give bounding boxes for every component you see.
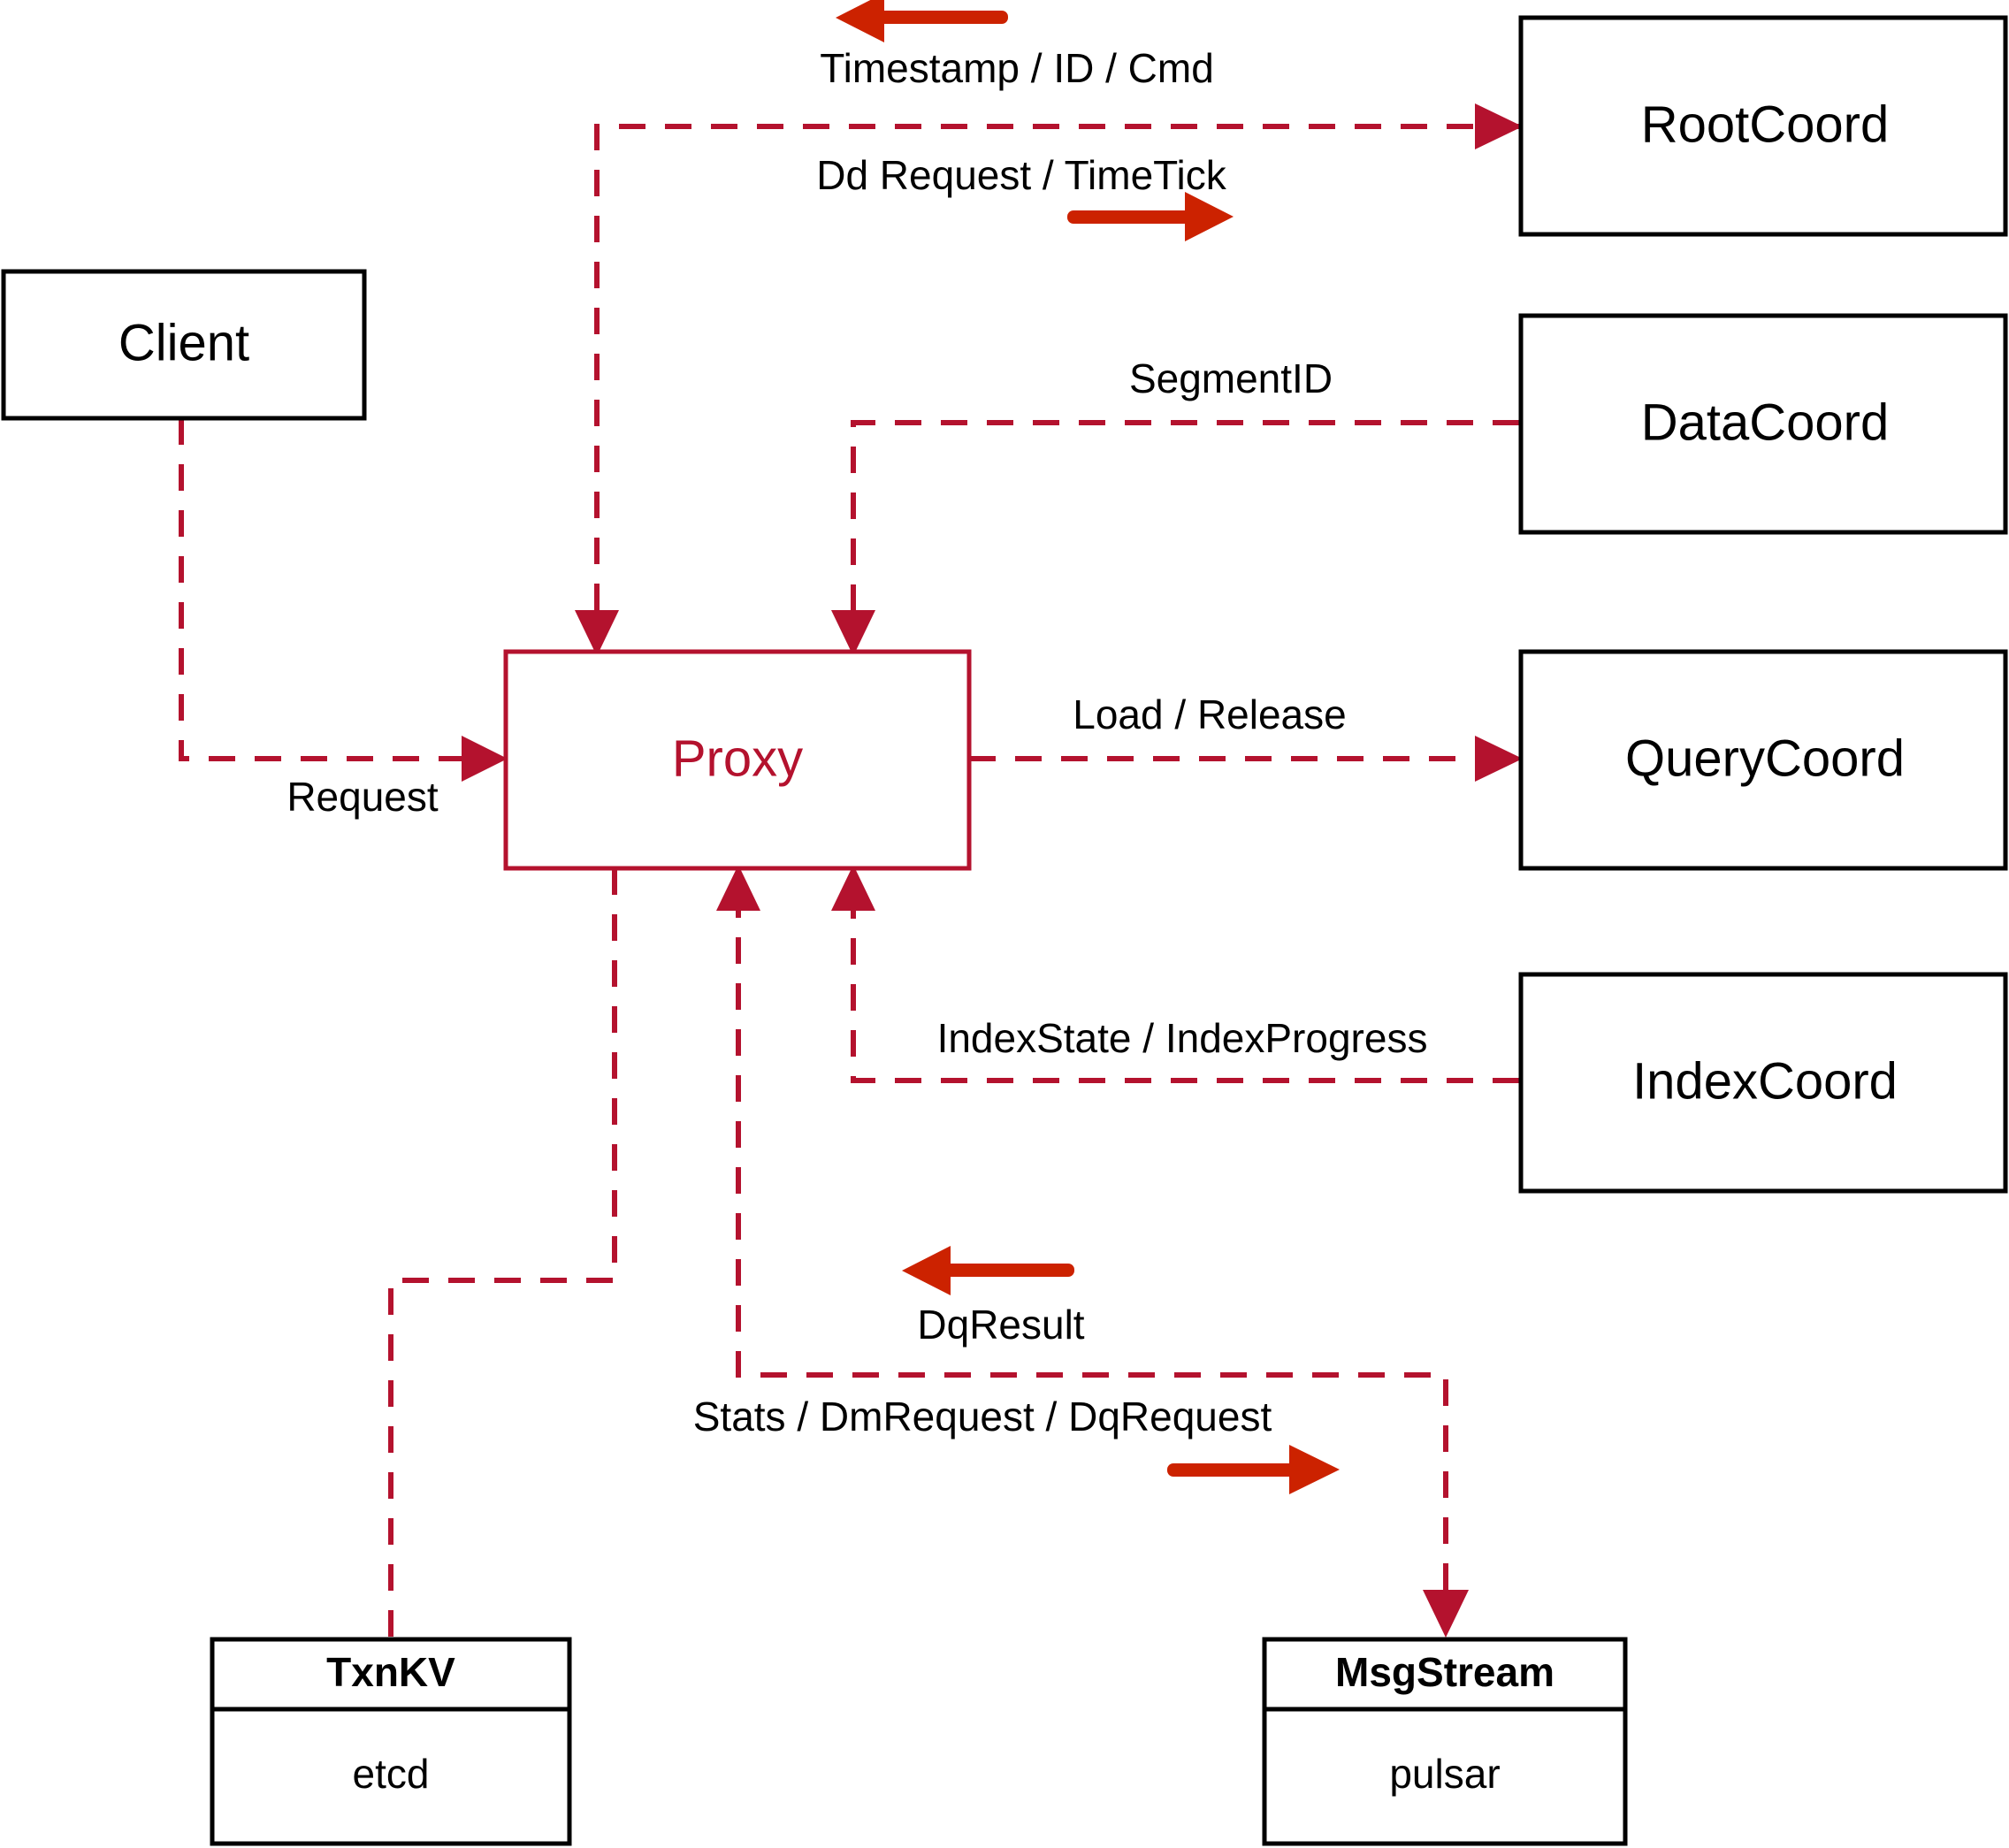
edge-proxy-querycoord-arrowhead [1475, 736, 1523, 782]
node-txnkv-sublabel: etcd [353, 1751, 430, 1797]
edge-msgstream-proxy [716, 865, 1469, 1638]
node-msgstream-sublabel: pulsar [1389, 1751, 1500, 1797]
edge-label-segmentid: SegmentID [1129, 355, 1333, 401]
node-msgstream-box[interactable] [1262, 1637, 1628, 1846]
edge-indexcoord-proxy [831, 865, 1519, 1083]
node-indexcoord[interactable]: IndexCoord [1518, 972, 2008, 1194]
edge-rootcoord-proxy [575, 124, 1519, 656]
direction-arrow-ddrequest [1067, 192, 1234, 241]
edge-client-proxy-path [179, 418, 482, 761]
edge-proxy-msgstream-arrowhead [1423, 1590, 1469, 1638]
node-msgstream[interactable]: MsgStream pulsar [1262, 1637, 1628, 1846]
edge-label-timestamp: Timestamp / ID / Cmd [820, 45, 1214, 91]
direction-arrow-dmrequest [1167, 1445, 1340, 1494]
node-datacoord[interactable]: DataCoord [1518, 313, 2008, 535]
edge-indexcoord-proxy-path [851, 891, 1519, 1083]
edge-label-request: Request [286, 774, 439, 820]
edge-indexcoord-proxy-arrowhead [831, 865, 875, 911]
node-indexcoord-box[interactable] [1518, 972, 2008, 1194]
node-datacoord-box[interactable] [1518, 313, 2008, 535]
edge-datacoord-proxy-arrowhead [831, 610, 875, 656]
node-rootcoord[interactable]: RootCoord [1518, 15, 2008, 237]
edge-proxy-txnkv-path [388, 868, 617, 1638]
edge-rootcoord-proxy-path [594, 124, 1519, 630]
node-querycoord[interactable]: QueryCoord [1518, 649, 2008, 871]
edge-rootcoord-proxy-arrowhead [575, 610, 619, 656]
node-proxy[interactable]: Proxy [503, 649, 972, 871]
node-client-box[interactable] [1, 269, 367, 421]
edge-datacoord-proxy-path [851, 420, 1519, 630]
edge-label-dqresult: DqResult [917, 1302, 1084, 1348]
edge-proxy-querycoord [969, 736, 1523, 782]
node-msgstream-title: MsgStream [1335, 1649, 1554, 1695]
node-txnkv-title: TxnKV [326, 1649, 455, 1695]
node-txnkv-box[interactable] [210, 1637, 572, 1846]
edge-client-proxy-arrowhead [462, 736, 508, 782]
edge-datacoord-proxy [831, 420, 1519, 656]
edge-client-proxy [179, 418, 508, 782]
node-indexcoord-label: IndexCoord [1632, 1052, 1898, 1110]
edge-proxy-rootcoord-head [1475, 103, 1523, 149]
edge-proxy-txnkv [388, 868, 617, 1638]
direction-arrow-timestamp [836, 0, 1008, 42]
edge-msgstream-proxy-path [736, 891, 1448, 1609]
node-querycoord-label: QueryCoord [1625, 729, 1905, 787]
edge-proxy-rootcoord-arrowhead [1475, 103, 1523, 149]
edge-label-ddrequest: Dd Request / TimeTick [816, 152, 1227, 198]
node-proxy-box[interactable] [503, 649, 972, 871]
edge-msgstream-proxy-arrowhead [716, 865, 760, 911]
edge-label-loadrelease: Load / Release [1073, 691, 1346, 737]
node-datacoord-label: DataCoord [1641, 393, 1889, 451]
node-rootcoord-box[interactable] [1518, 15, 2008, 237]
direction-arrow-dqresult [902, 1246, 1074, 1295]
edge-label-dmrequest: Stats / DmRequest / DqRequest [693, 1394, 1272, 1439]
node-rootcoord-label: RootCoord [1641, 95, 1889, 153]
node-txnkv[interactable]: TxnKV etcd [210, 1637, 572, 1846]
node-client-label: Client [118, 314, 249, 371]
edge-label-indexstate: IndexState / IndexProgress [937, 1015, 1428, 1061]
node-proxy-label: Proxy [672, 729, 803, 787]
node-client[interactable]: Client [1, 269, 367, 421]
node-querycoord-box[interactable] [1518, 649, 2008, 871]
